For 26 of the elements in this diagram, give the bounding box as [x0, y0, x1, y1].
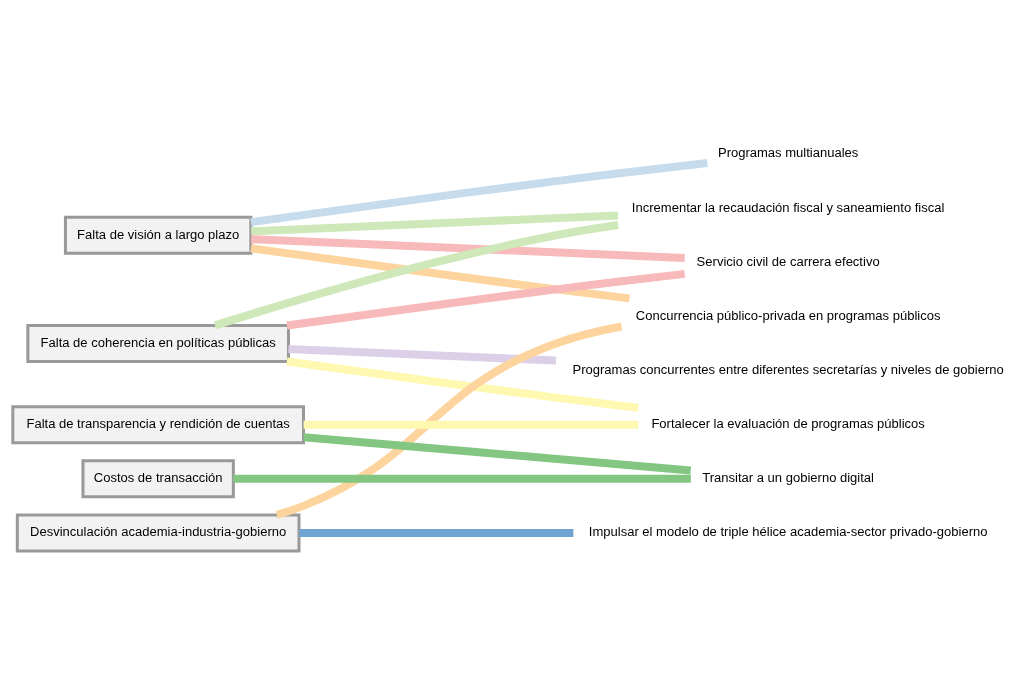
connector — [299, 528, 574, 537]
connector — [303, 420, 639, 429]
node-box: Desvinculación academia-industria-gobierno — [15, 512, 301, 552]
connector — [250, 234, 685, 262]
connector — [288, 344, 557, 365]
node-text: Incrementar la recaudación fiscal y saneamiento fiscal — [631, 199, 945, 215]
node-text: Programas concurrentes entre diferentes secretarías y niveles de gobierno — [572, 361, 1004, 377]
connector — [250, 158, 708, 226]
node-text: Impulsar el modelo de triple hélice academia-sector privado-gobierno — [588, 523, 988, 539]
node-box: Falta de transparencia y rendición de cuentas — [11, 404, 305, 444]
connector — [233, 474, 691, 483]
node-box: Falta de coherencia en políticas públicas — [26, 323, 290, 363]
connector — [275, 322, 623, 519]
connector — [213, 220, 619, 329]
connector — [286, 357, 639, 412]
node-text: Servicio civil de carrera efectivo — [696, 253, 880, 269]
node-box: Costos de transacción — [81, 458, 235, 498]
node-text: Transitar a un gobierno digital — [702, 469, 874, 485]
node-text: Programas multianuales — [717, 144, 859, 160]
node-text: Fortalecer la evaluación de programas públicos — [651, 415, 925, 431]
connector — [250, 210, 619, 235]
connector — [250, 243, 631, 302]
connector — [286, 269, 686, 329]
connector — [303, 432, 692, 474]
node-text: Concurrencia público-privada en programas públicos — [635, 307, 941, 323]
node-box: Falta de visión a largo plazo — [63, 215, 253, 255]
